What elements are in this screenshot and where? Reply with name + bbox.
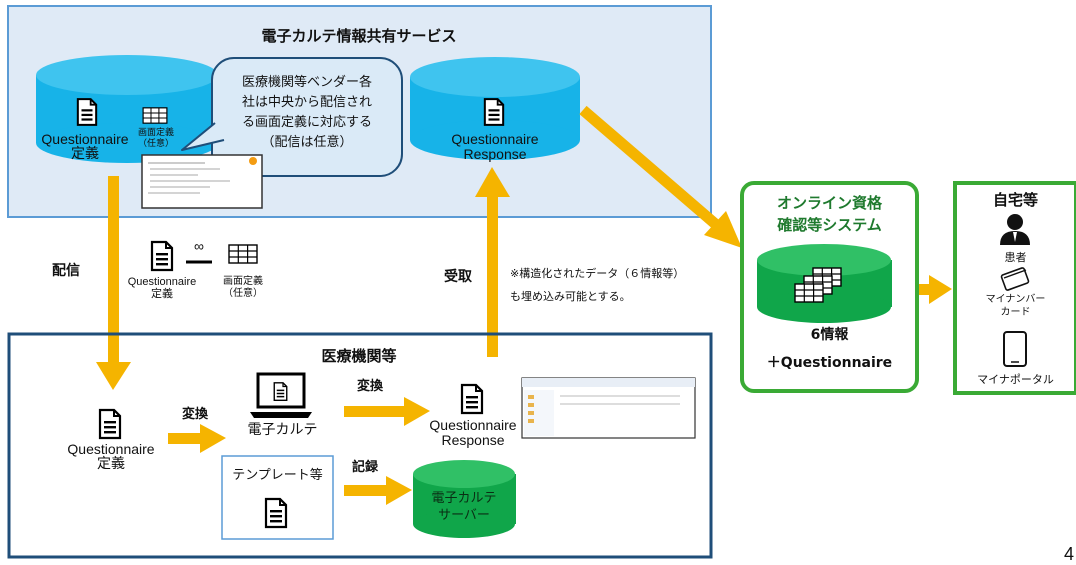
local-definition-label: Questionnaire 定義 bbox=[56, 442, 166, 472]
vendor-note-line-1: 医療機関等ベンダー各 bbox=[241, 75, 372, 90]
emr-server-label: 電子カルテ サーバー bbox=[414, 490, 514, 524]
distributed-definition-file-icon bbox=[150, 240, 174, 272]
questionnaire-definition-file-icon bbox=[76, 98, 98, 126]
definition-db-label: Questionnaire 定義 bbox=[30, 132, 140, 162]
definition-db-label-line-1: Questionnaire bbox=[41, 131, 129, 147]
local-response-file-icon bbox=[460, 383, 484, 415]
page-number: 4 bbox=[1064, 544, 1075, 564]
plus-questionnaire-label: ＋Questionnaire bbox=[766, 355, 893, 371]
patient-label: 患者 bbox=[1004, 251, 1027, 264]
vendor-note-bubble bbox=[181, 57, 403, 177]
distributed-grid-label-line-2: （任意） bbox=[223, 288, 263, 299]
six-info-label: 6情報 bbox=[810, 327, 849, 343]
response-db-label-line-2: Response bbox=[463, 146, 527, 162]
vendor-note-line-2: 社は中央から配信され bbox=[241, 95, 372, 110]
screen-definition-label-line-1: 画面定義 bbox=[137, 128, 174, 138]
distributed-definition-label-line-2: 定義 bbox=[151, 287, 173, 300]
screen-definition-label-line-2: （任意） bbox=[137, 139, 174, 149]
convert-arrow-2 bbox=[344, 406, 406, 417]
bottom-panel bbox=[7, 332, 713, 559]
online-system-database bbox=[757, 244, 892, 323]
patient-icon bbox=[1000, 214, 1030, 245]
top-panel-title: 電子カルテ情報共有サービス bbox=[261, 27, 457, 45]
screen-definition-grid-icon bbox=[142, 107, 168, 124]
receive-label: 受取 bbox=[444, 269, 472, 285]
emr-server-database bbox=[413, 460, 516, 538]
response-db-label: Questionnaire Response bbox=[420, 132, 570, 162]
infinity-symbol: ∞ bbox=[194, 238, 204, 254]
distributed-grid-label: 画面定義 （任意） bbox=[213, 276, 273, 300]
response-file-icon bbox=[483, 98, 505, 126]
definition-database bbox=[36, 55, 218, 163]
laptop-icon bbox=[250, 372, 312, 418]
distributed-definition-label: Questionnaire 定義 bbox=[112, 276, 212, 300]
emr-server-label-line-1: 電子カルテ bbox=[431, 491, 497, 506]
local-response-label-line-1: Questionnaire bbox=[429, 417, 517, 433]
card-label: マイナンバー カード bbox=[955, 293, 1076, 319]
structured-data-note-line-1: ※構造化されたデータ（６情報等） bbox=[510, 267, 685, 280]
convert-label-2: 変換 bbox=[356, 379, 383, 394]
card-label-line-1: マイナンバー bbox=[985, 294, 1046, 305]
structured-data-note: ※構造化されたデータ（６情報等） も埋め込み可能とする。 bbox=[510, 262, 684, 308]
record-arrow bbox=[344, 485, 388, 496]
local-response-label-line-2: Response bbox=[441, 432, 505, 448]
structured-data-note-line-2: も埋め込み可能とする。 bbox=[510, 290, 631, 303]
bottom-panel-title: 医療機関等 bbox=[321, 347, 397, 365]
template-file-icon bbox=[264, 497, 288, 529]
online-system-title: オンライン資格 確認等システム bbox=[742, 192, 917, 236]
response-database bbox=[410, 57, 580, 160]
emr-label: 電子カルテ bbox=[247, 422, 318, 438]
template-label: テンプレート等 bbox=[232, 468, 323, 483]
code-screenshot bbox=[141, 154, 263, 209]
distributed-definition-label-line-1: Questionnaire bbox=[127, 276, 197, 288]
home-title: 自宅等 bbox=[992, 191, 1038, 209]
distributed-grid-icon bbox=[228, 244, 258, 264]
record-label: 記録 bbox=[351, 460, 378, 475]
distribute-label: 配信 bbox=[52, 263, 80, 279]
vendor-note-text: 医療機関等ベンダー各 社は中央から配信され る画面定義に対応する （配信は任意） bbox=[214, 73, 400, 153]
vendor-note-line-4: （配信は任意） bbox=[261, 135, 353, 150]
vendor-note-line-3: る画面定義に対応する bbox=[241, 115, 372, 130]
send-to-online-arrow bbox=[579, 105, 724, 233]
screen-definition-label: 画面定義 （任意） bbox=[126, 128, 186, 150]
emr-server-label-line-2: サーバー bbox=[438, 508, 490, 523]
card-label-line-2: カード bbox=[1000, 307, 1031, 318]
explorer-screenshot bbox=[521, 377, 696, 439]
response-db-label-line-1: Questionnaire bbox=[451, 131, 539, 147]
portal-label: マイナポータル bbox=[977, 373, 1054, 386]
local-definition-label-line-1: Questionnaire bbox=[67, 441, 155, 457]
smartphone-icon bbox=[1003, 331, 1027, 367]
local-definition-label-line-2: 定義 bbox=[97, 456, 125, 472]
distribute-arrow bbox=[108, 176, 119, 364]
definition-db-label-line-2: 定義 bbox=[71, 146, 99, 162]
online-system-title-line-2: 確認等システム bbox=[777, 216, 882, 234]
online-system-title-line-1: オンライン資格 bbox=[776, 194, 882, 212]
card-icon bbox=[1000, 267, 1030, 291]
local-definition-file-icon bbox=[98, 408, 122, 440]
distributed-grid-label-line-1: 画面定義 bbox=[223, 276, 263, 287]
convert-label-1: 変換 bbox=[181, 407, 208, 422]
local-response-label: Questionnaire Response bbox=[418, 418, 528, 448]
receive-arrow bbox=[487, 195, 498, 357]
flow-arrows bbox=[96, 105, 952, 505]
convert-arrow-1 bbox=[168, 433, 202, 444]
